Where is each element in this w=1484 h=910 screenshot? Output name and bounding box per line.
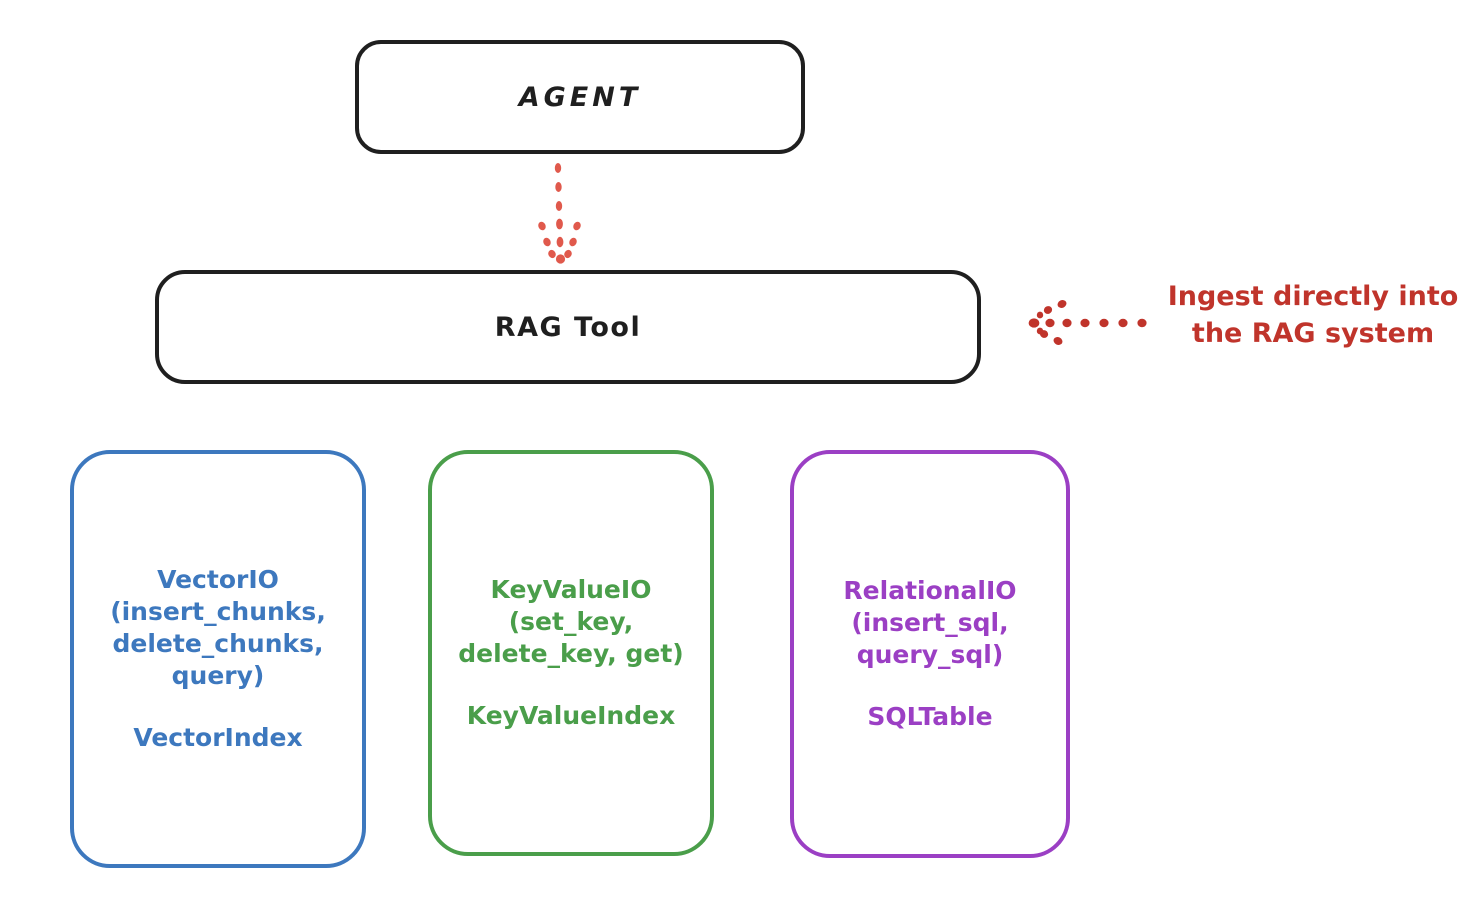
annotation-ingest-line-2: the RAG system <box>1191 318 1435 350</box>
node-key-value-io-api-line-1: KeyValueIO <box>490 575 652 604</box>
node-relational-io-api-line-2: (insert_sql, <box>851 608 1009 637</box>
node-relational-io[interactable]: RelationalIO (insert_sql, query_sql) SQL… <box>790 450 1070 858</box>
node-key-value-io-index-label: KeyValueIndex <box>466 701 676 730</box>
node-key-value-io-api-line-2: (set_key, <box>508 607 634 636</box>
node-vector-io-api-line-1: VectorIO <box>157 565 279 594</box>
connector-annotation-to-rag-tool-icon <box>1018 296 1148 352</box>
node-agent-label: AGENT <box>518 81 642 113</box>
node-agent[interactable]: AGENT <box>355 40 805 154</box>
node-relational-io-index-label: SQLTable <box>867 702 993 731</box>
node-rag-tool-label: RAG Tool <box>494 311 642 343</box>
node-vector-io-api-line-2: (insert_chunks, <box>110 597 326 626</box>
annotation-ingest-line-1: Ingest directly into <box>1167 281 1459 312</box>
node-vector-io-content: VectorIO (insert_chunks, delete_chunks, … <box>104 564 332 754</box>
node-vector-io-api-line-3: delete_chunks, <box>112 629 324 658</box>
node-vector-io[interactable]: VectorIO (insert_chunks, delete_chunks, … <box>70 450 366 868</box>
node-key-value-io-api-line-3: delete_key, get) <box>458 639 684 668</box>
node-key-value-io-content: KeyValueIO (set_key, delete_key, get) Ke… <box>452 574 689 732</box>
node-rag-tool[interactable]: RAG Tool <box>155 270 981 384</box>
node-vector-io-api-line-4: query) <box>171 661 265 690</box>
node-relational-io-api-line-1: RelationalIO <box>843 576 1017 605</box>
node-relational-io-content: RelationalIO (insert_sql, query_sql) SQL… <box>837 575 1022 733</box>
node-vector-io-index-label: VectorIndex <box>133 723 303 752</box>
node-key-value-io[interactable]: KeyValueIO (set_key, delete_key, get) Ke… <box>428 450 714 856</box>
connector-agent-to-rag-tool-icon <box>505 160 615 270</box>
node-relational-io-api-line-3: query_sql) <box>856 640 1004 669</box>
annotation-ingest: Ingest directly into the RAG system <box>1148 278 1478 353</box>
